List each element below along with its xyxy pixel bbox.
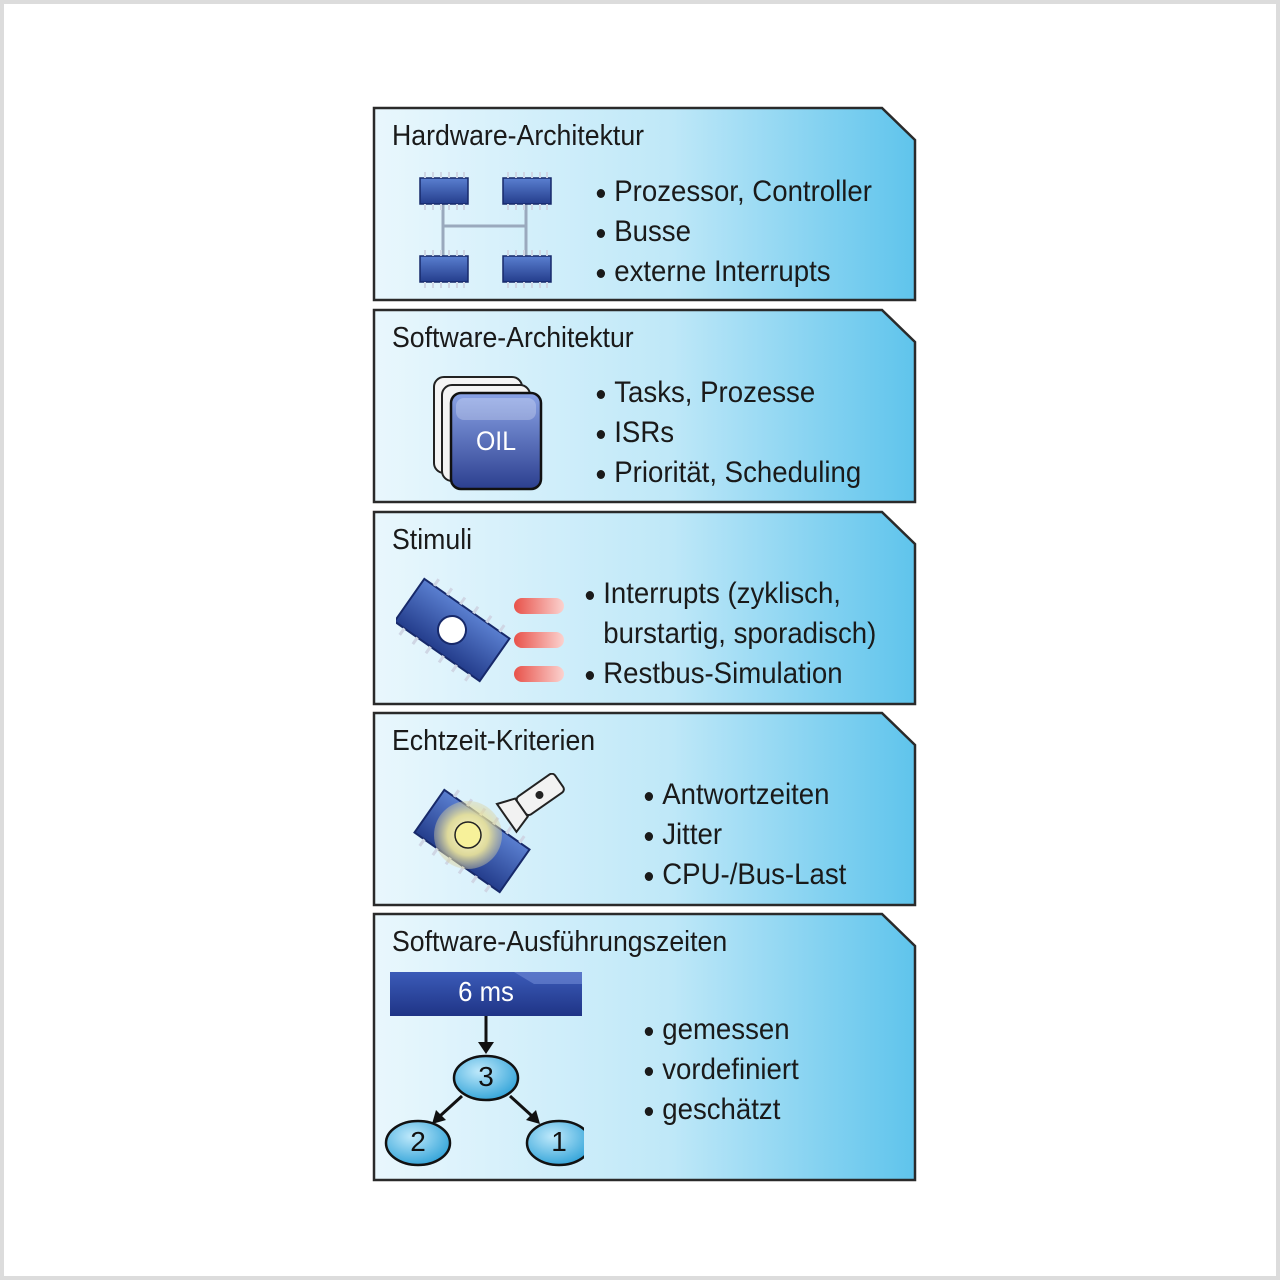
- bullet-item: Jitter: [642, 815, 846, 855]
- bullet-item: CPU-/Bus-Last: [642, 855, 846, 895]
- flashlight-shape: [495, 773, 565, 834]
- bullet-list: Prozessor, Controller Busse externe Inte…: [594, 172, 896, 292]
- bullet-item: vordefiniert: [642, 1050, 799, 1090]
- chip-signal-icon: [396, 577, 564, 683]
- timing-tree-shape: [384, 972, 584, 1167]
- bullet-item: geschätzt: [642, 1090, 799, 1130]
- time-bar-label: 6 ms: [458, 976, 514, 1007]
- bullet-item: Restbus-Simulation: [583, 654, 876, 694]
- panel-software-architecture: Software-Architektur OIL Tasks, Prozesse…: [372, 308, 917, 504]
- panel-title: Stimuli: [392, 524, 473, 556]
- bullet-item: Busse: [594, 212, 872, 252]
- panel-title: Software-Architektur: [392, 322, 634, 354]
- chip-flashlight-icon: [413, 773, 565, 894]
- bullet-item: gemessen: [642, 1010, 799, 1050]
- bullet-list: gemessen vordefiniert geschätzt: [642, 1010, 812, 1130]
- timing-tree-icon: 6 ms 3 2 1: [384, 970, 584, 1170]
- document-stack-shape: [433, 376, 543, 491]
- bullet-item-continuation: burstartig, sporadisch): [603, 617, 877, 650]
- oil-stack-icon: OIL: [432, 374, 552, 494]
- panel-title: Echtzeit-Kriterien: [392, 725, 596, 757]
- bullet-list: Antwortzeiten Jitter CPU-/Bus-Last: [642, 775, 864, 895]
- bullet-item: Interrupts (zyklisch,: [583, 574, 876, 614]
- tree-node-label: 2: [410, 1126, 426, 1157]
- tree-node-label: 3: [478, 1061, 494, 1092]
- bullet-item: externe Interrupts: [594, 252, 872, 292]
- panel-background: [372, 106, 917, 302]
- oil-label: OIL: [475, 426, 517, 456]
- bullet-item: Antwortzeiten: [642, 775, 846, 815]
- panel-realtime-criteria: Echtzeit-Kriterien Antwortzeiten Jitter …: [372, 711, 917, 907]
- tree-node-label: 1: [551, 1126, 567, 1157]
- stimulus-signals: [514, 598, 564, 682]
- panel-background: [372, 510, 917, 706]
- bullet-item: Priorität, Scheduling: [594, 453, 861, 493]
- panel-execution-times: Software-Ausführungszeiten 6 ms 3 2 1 ge…: [372, 912, 917, 1182]
- bullet-list: Interrupts (zyklisch, burstartig, sporad…: [583, 574, 902, 694]
- panel-stimuli: Stimuli Interrupts (zyklisch, burstartig…: [372, 510, 917, 706]
- panel-title: Hardware-Architektur: [392, 120, 645, 152]
- panel-title: Software-Ausführungszeiten: [392, 926, 728, 958]
- bullet-item: ISRs: [594, 413, 861, 453]
- bullet-list: Tasks, Prozesse ISRs Priorität, Scheduli…: [594, 373, 884, 493]
- chip-network-icon: [419, 171, 552, 289]
- panel-hardware-architecture: Hardware-Architektur Prozessor, Controll…: [372, 106, 917, 302]
- bullet-item: Prozessor, Controller: [594, 172, 872, 212]
- bullet-item: Tasks, Prozesse: [594, 373, 861, 413]
